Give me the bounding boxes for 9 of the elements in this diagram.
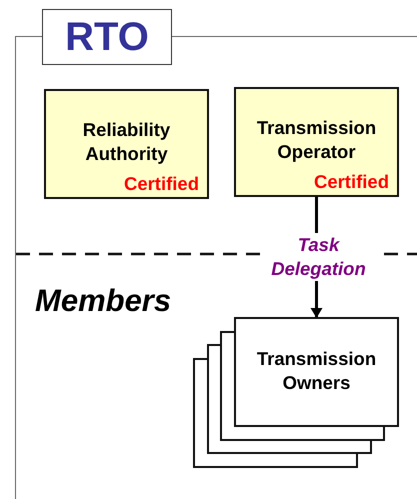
group-heading: RTO [42,9,172,65]
node-label: Reliability Authority [82,118,172,166]
node-label: Transmission Owners [256,347,378,395]
section-label: Members [35,283,172,319]
status-label: Certified [124,173,199,195]
process-box [44,89,209,199]
process-box [234,87,399,197]
node-label: Transmission Operator [256,116,378,164]
status-label: Certified [314,171,389,193]
